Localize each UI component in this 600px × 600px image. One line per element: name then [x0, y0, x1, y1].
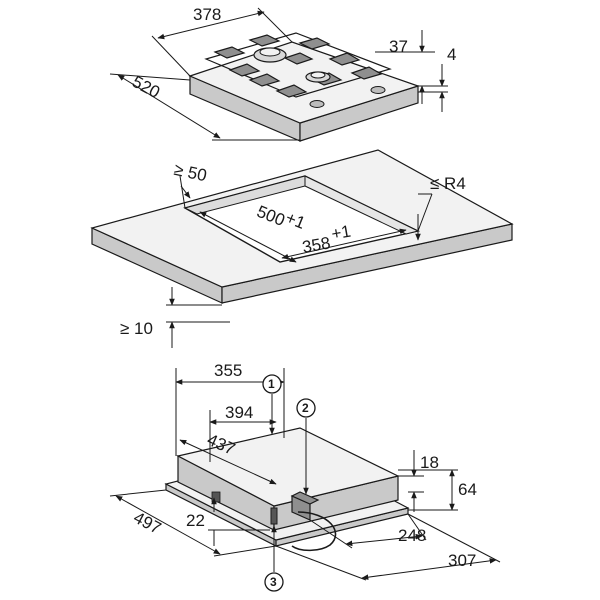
dim-underside-18: 18: [420, 453, 439, 472]
callout-1-label: 1: [268, 377, 275, 391]
dim-hob-height: 37: [389, 37, 408, 56]
dim-cutout-min-below: ≥ 10: [120, 319, 153, 338]
cutout-dimensions: ≥ 50 ≤ R4 500 +1 358 +1 ≥ 10: [120, 160, 466, 348]
dim-hob-width: 378: [193, 5, 221, 24]
callout-3: [264, 572, 284, 592]
callout-2-label: 2: [302, 401, 309, 415]
dim-cutout-radius: ≤ R4: [430, 174, 466, 193]
burner-small-cap: [310, 71, 326, 79]
hob-dimensions: 378 520 37 4: [109, 5, 456, 141]
dim-cutout-width: 358: [301, 233, 332, 257]
knob-left: [309, 100, 325, 108]
dim-underside-width: 355: [214, 361, 242, 380]
dim-underside-497: 497: [130, 508, 164, 538]
underside-illustration: [164, 427, 410, 552]
front-foot: [211, 491, 221, 503]
dim-hob-depth: 520: [129, 72, 163, 102]
gas-connector-top: [290, 491, 320, 505]
dim-hob-thickness: 4: [447, 45, 456, 64]
callout-3-label: 3: [270, 575, 277, 589]
gas-inlet-pipe: [270, 507, 278, 525]
dim-underside-64: 64: [458, 480, 477, 499]
dim-cutout-min-edge: ≥ 50: [172, 160, 208, 185]
hob-illustration: [188, 32, 420, 142]
callout-1: [262, 374, 282, 394]
dim-underside-394: 394: [225, 403, 253, 422]
dim-cutout-width-tol: +1: [330, 222, 352, 244]
dim-underside-22: 22: [186, 511, 205, 530]
power-cable: [291, 511, 337, 552]
burner-large-cap: [259, 47, 281, 57]
dim-underside-307: 307: [448, 551, 476, 570]
hob-grates: [204, 32, 392, 98]
callouts: 1 2 3: [262, 374, 316, 592]
callout-2: [296, 398, 316, 418]
knob-right: [370, 86, 386, 94]
dim-underside-248: 248: [398, 526, 426, 545]
